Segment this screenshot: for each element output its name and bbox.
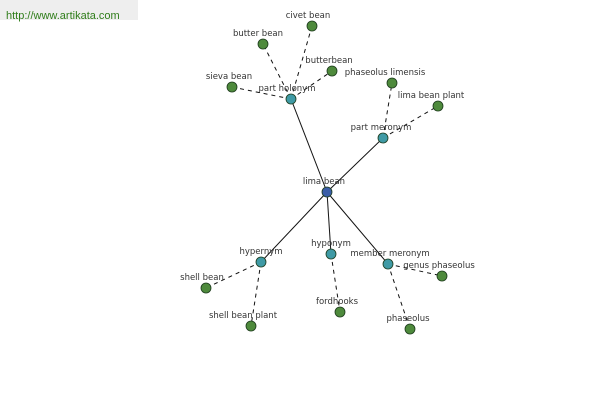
node-circle-part-holonym[interactable] <box>285 93 297 105</box>
node-lima-bean-plant[interactable]: lima bean plant <box>398 91 465 112</box>
node-circle-butter-bean[interactable] <box>257 38 269 50</box>
node-circle-genus-phaseolus[interactable] <box>436 270 448 282</box>
node-label-butter-bean[interactable]: butter bean <box>233 29 283 39</box>
node-label-hypernym[interactable]: hypernym <box>239 247 282 257</box>
edge-part-meronym-phaseolus-limensis <box>382 82 393 139</box>
edge-hypernym-shell-bean <box>205 261 262 289</box>
node-part-meronym[interactable]: part meronym <box>351 123 412 144</box>
node-label-civet-bean[interactable]: civet bean <box>286 11 331 21</box>
node-circle-lima-bean-plant[interactable] <box>432 100 444 112</box>
node-phaseolus-limensis[interactable]: phaseolus limensis <box>345 68 426 89</box>
node-label-phaseolus[interactable]: phaseolus <box>386 314 430 324</box>
edge-lima-bean-part-meronym <box>326 137 384 193</box>
node-label-member-meronym[interactable]: member meronym <box>350 249 429 259</box>
node-part-holonym[interactable]: part holonym <box>259 84 316 105</box>
node-circle-phaseolus-limensis[interactable] <box>386 77 398 89</box>
node-circle-lima-bean[interactable] <box>321 186 333 198</box>
node-label-genus-phaseolus[interactable]: genus phaseolus <box>403 261 475 271</box>
edge-hypernym-shell-bean-plant <box>250 261 262 327</box>
node-circle-hyponym[interactable] <box>325 248 337 260</box>
node-label-fordhooks[interactable]: fordhooks <box>316 297 359 307</box>
node-shell-bean[interactable]: shell bean <box>180 273 224 294</box>
node-label-shell-bean-plant[interactable]: shell bean plant <box>209 311 278 321</box>
node-hypernym[interactable]: hypernym <box>239 247 283 268</box>
edge-lima-bean-member-meronym <box>326 191 389 265</box>
node-circle-member-meronym[interactable] <box>382 258 394 270</box>
node-label-sieva-bean[interactable]: sieva bean <box>206 72 252 82</box>
node-phaseolus[interactable]: phaseolus <box>386 314 430 335</box>
node-sieva-bean[interactable]: sieva bean <box>206 72 252 93</box>
edge-member-meronym-genus-phaseolus <box>387 263 443 277</box>
node-label-part-holonym[interactable]: part holonym <box>259 84 316 94</box>
edge-hyponym-fordhooks <box>330 253 341 313</box>
node-genus-phaseolus[interactable]: genus phaseolus <box>403 261 475 282</box>
source-url-link[interactable]: http://www.artikata.com <box>6 10 120 22</box>
node-label-butterbean[interactable]: butterbean <box>305 56 352 66</box>
node-fordhooks[interactable]: fordhooks <box>316 297 359 318</box>
node-circle-shell-bean-plant[interactable] <box>245 320 257 332</box>
node-label-hyponym[interactable]: hyponym <box>311 239 351 249</box>
edge-lima-bean-hypernym <box>260 191 328 263</box>
edge-part-holonym-butter-bean <box>262 43 292 100</box>
source-banner: http://www.artikata.com <box>0 0 138 22</box>
node-circle-sieva-bean[interactable] <box>226 81 238 93</box>
node-member-meronym[interactable]: member meronym <box>350 249 430 270</box>
node-circle-phaseolus[interactable] <box>404 323 416 335</box>
edge-part-meronym-lima-bean-plant <box>382 105 439 139</box>
edge-part-holonym-butterbean <box>290 70 333 100</box>
node-circle-part-meronym[interactable] <box>377 132 389 144</box>
node-circle-civet-bean[interactable] <box>306 20 318 32</box>
edge-part-holonym-sieva-bean <box>231 86 292 100</box>
edges-layer <box>205 25 443 330</box>
edge-lima-bean-part-holonym <box>290 98 328 193</box>
node-label-part-meronym[interactable]: part meronym <box>351 123 412 133</box>
node-butterbean[interactable]: butterbean <box>305 56 353 77</box>
node-butter-bean[interactable]: butter bean <box>233 29 283 50</box>
node-hyponym[interactable]: hyponym <box>311 239 351 260</box>
node-shell-bean-plant[interactable]: shell bean plant <box>209 311 278 332</box>
node-circle-butterbean[interactable] <box>326 65 338 77</box>
node-label-lima-bean-plant[interactable]: lima bean plant <box>398 91 465 101</box>
node-label-shell-bean[interactable]: shell bean <box>180 273 224 283</box>
node-label-lima-bean[interactable]: lima bean <box>303 177 345 187</box>
node-civet-bean[interactable]: civet bean <box>286 11 331 32</box>
node-label-phaseolus-limensis[interactable]: phaseolus limensis <box>345 68 426 78</box>
node-circle-shell-bean[interactable] <box>200 282 212 294</box>
node-lima-bean[interactable]: lima bean <box>303 177 345 198</box>
node-circle-fordhooks[interactable] <box>334 306 346 318</box>
edge-member-meronym-phaseolus <box>387 263 411 330</box>
edge-lima-bean-hyponym <box>326 191 332 255</box>
node-circle-hypernym[interactable] <box>255 256 267 268</box>
